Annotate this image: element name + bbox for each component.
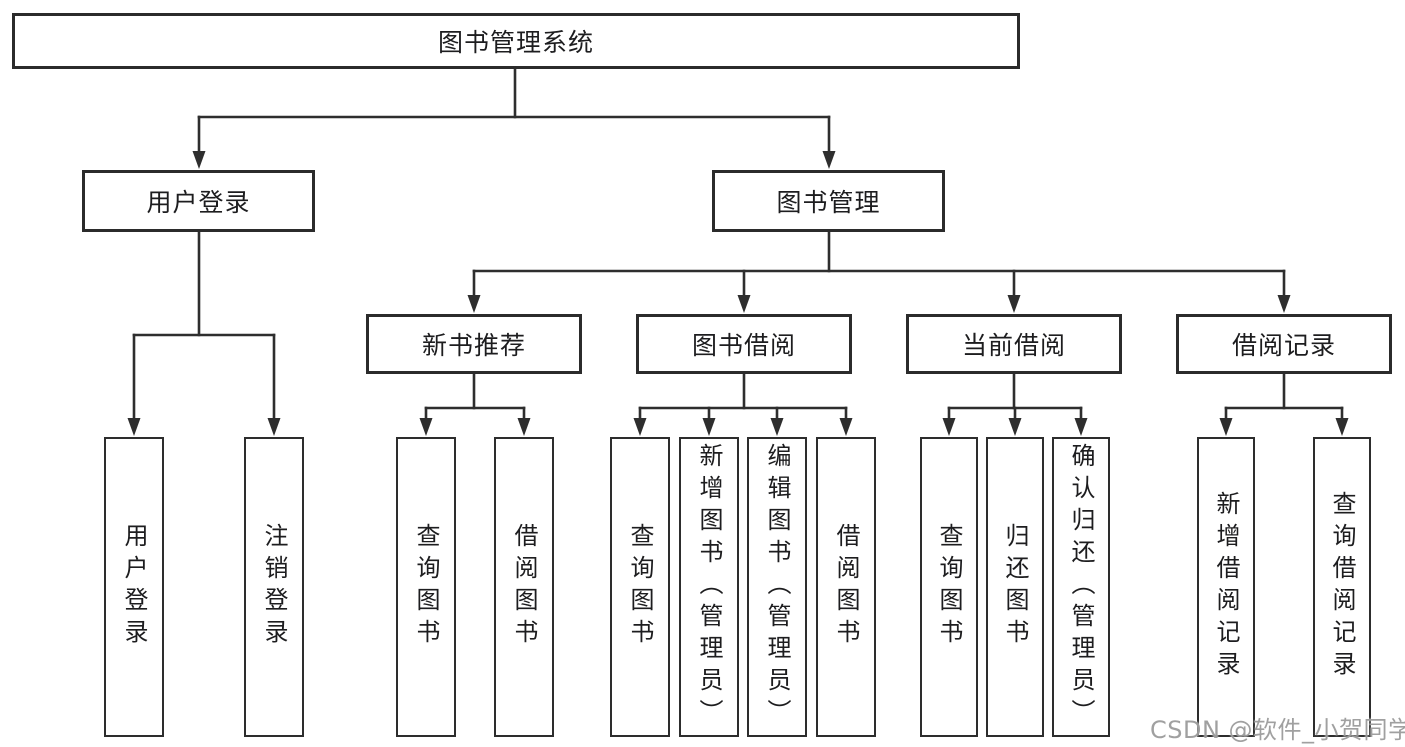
node-label: 查询图书 (626, 523, 654, 651)
node-label: 用户登录 (146, 188, 251, 217)
node-label: 编辑图书（管理员） (763, 443, 791, 731)
node-label: 图书管理 (776, 188, 881, 217)
node-leaf-logout: 注销登录 (244, 437, 304, 737)
node-label: 借阅图书 (832, 523, 860, 651)
node-leaf-borrow-books-recommend: 借阅图书 (494, 437, 554, 737)
node-leaf-add-books-admin: 新增图书（管理员） (679, 437, 739, 737)
node-label: 图书借阅 (691, 331, 796, 360)
node-leaf-borrow-books: 借阅图书 (816, 437, 876, 737)
node-label: 用户登录 (120, 523, 148, 651)
node-label: 查询图书 (412, 523, 440, 651)
node-user-login: 用户登录 (82, 170, 315, 232)
node-label: 归还图书 (1001, 523, 1029, 651)
csdn-watermark: CSDN @软件_小贺同学 (1150, 716, 1405, 744)
node-leaf-edit-books-admin: 编辑图书（管理员） (747, 437, 807, 737)
node-label: 图书管理系统 (437, 28, 594, 57)
node-leaf-query-books: 查询图书 (610, 437, 670, 737)
node-book-management: 图书管理 (712, 170, 945, 232)
node-current-borrowing: 当前借阅 (906, 314, 1122, 374)
node-leaf-add-borrow-record: 新增借阅记录 (1197, 437, 1255, 737)
node-label: 查询图书 (935, 523, 963, 651)
node-book-borrowing: 图书借阅 (636, 314, 852, 374)
node-label: 借阅记录 (1231, 331, 1336, 360)
node-label: 注销登录 (260, 523, 288, 651)
node-label: 当前借阅 (961, 331, 1066, 360)
node-new-book-recommend: 新书推荐 (366, 314, 582, 374)
node-leaf-confirm-return-admin: 确认归还（管理员） (1052, 437, 1110, 737)
node-label: 查询借阅记录 (1328, 491, 1356, 683)
arrowheads (127, 151, 1349, 436)
node-label: 新增借阅记录 (1212, 491, 1240, 683)
node-label: 新增图书（管理员） (695, 443, 723, 731)
node-borrowing-records: 借阅记录 (1176, 314, 1392, 374)
node-label: 新书推荐 (421, 331, 526, 360)
node-leaf-query-books-current: 查询图书 (920, 437, 978, 737)
node-leaf-return-books: 归还图书 (986, 437, 1044, 737)
node-label: 确认归还（管理员） (1067, 443, 1095, 731)
node-system-root: 图书管理系统 (12, 13, 1020, 69)
node-leaf-user-login: 用户登录 (104, 437, 164, 737)
node-leaf-query-borrow-record: 查询借阅记录 (1313, 437, 1371, 737)
node-leaf-query-books-recommend: 查询图书 (396, 437, 456, 737)
node-label: 借阅图书 (510, 523, 538, 651)
